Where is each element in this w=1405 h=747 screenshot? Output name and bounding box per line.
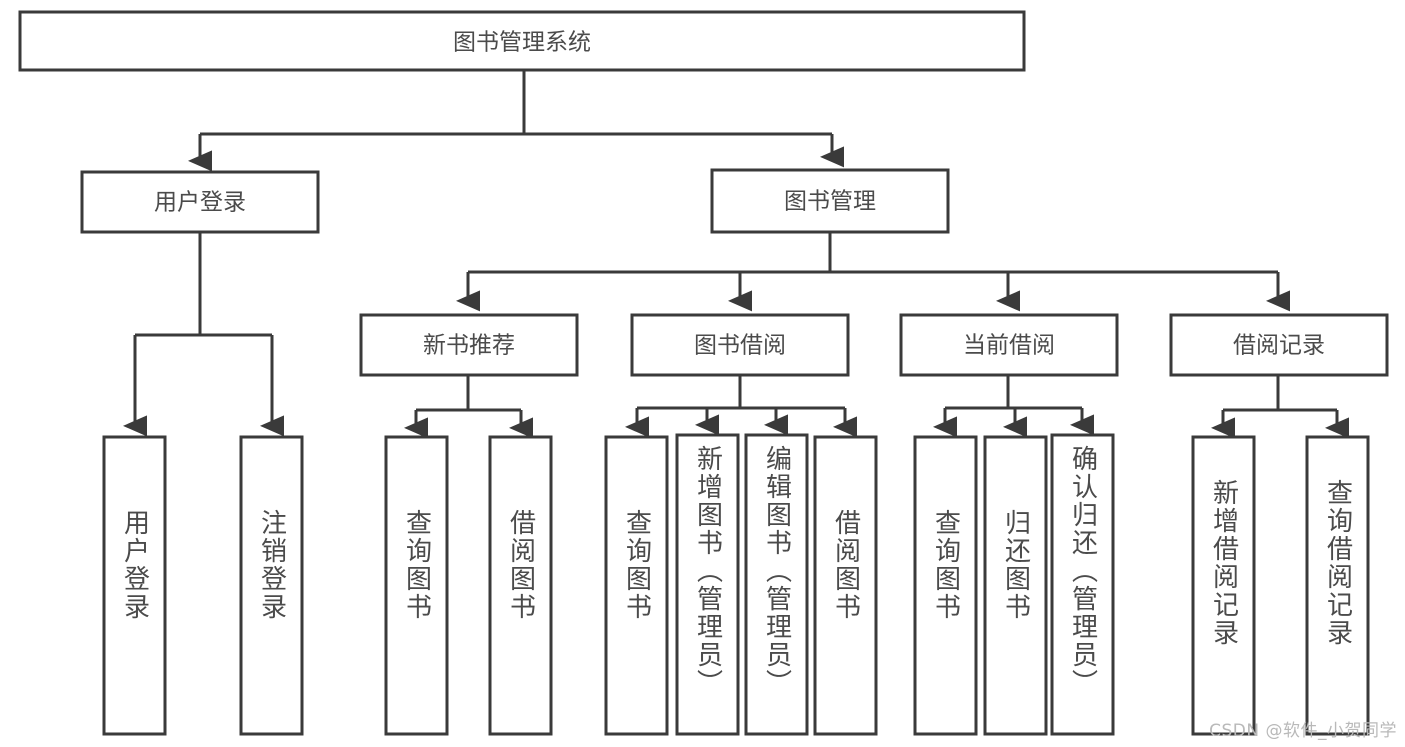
leaf-box-add-book-admin[interactable] (675, 433, 740, 736)
node-borrow-records[interactable] (1169, 313, 1389, 377)
node-book-borrow[interactable] (630, 313, 850, 377)
leaf-box-logout[interactable] (239, 435, 304, 736)
leaf-box-borrow-books-2[interactable] (813, 435, 878, 736)
node-root[interactable] (18, 10, 1026, 72)
leaf-box-edit-book-admin[interactable] (744, 433, 809, 736)
connector-group-records (1211, 375, 1349, 439)
node-borrow-records-label: 借阅记录 (1233, 333, 1325, 359)
node-new-book-recommend-label: 新书推荐 (423, 333, 515, 359)
connector-group-current (933, 375, 1094, 438)
node-book-manage[interactable] (710, 168, 950, 234)
connector-group-borrow (625, 375, 857, 438)
node-book-manage-label: 图书管理 (784, 189, 876, 215)
leaf-box-add-borrow-record[interactable] (1191, 435, 1256, 736)
node-root-label: 图书管理系统 (453, 30, 591, 56)
connector-group-user-login (123, 232, 284, 437)
node-current-borrow[interactable] (899, 313, 1119, 377)
leaf-box-user-login[interactable] (102, 435, 167, 736)
csdn-watermark: CSDN @软件_小贺同学 (1209, 721, 1397, 741)
leaf-box-query-borrow-record[interactable] (1305, 435, 1370, 736)
node-new-book-recommend[interactable] (359, 313, 579, 377)
leaf-box-query-books-1[interactable] (384, 435, 449, 736)
node-user-login[interactable] (80, 170, 320, 234)
node-current-borrow-label: 当前借阅 (963, 333, 1055, 359)
connector-group-new-books (404, 375, 533, 439)
connector-group-book-manage (456, 232, 1290, 312)
node-user-login-label: 用户登录 (154, 190, 246, 216)
leaf-box-return-books[interactable] (983, 435, 1048, 736)
leaf-box-confirm-return-admin[interactable] (1050, 433, 1115, 736)
node-book-borrow-label: 图书借阅 (694, 333, 786, 359)
leaf-box-borrow-books-1[interactable] (488, 435, 553, 736)
leaf-box-query-books-3[interactable] (913, 435, 978, 736)
leaf-box-query-books-2[interactable] (604, 435, 669, 736)
connector-group-root (188, 70, 844, 172)
